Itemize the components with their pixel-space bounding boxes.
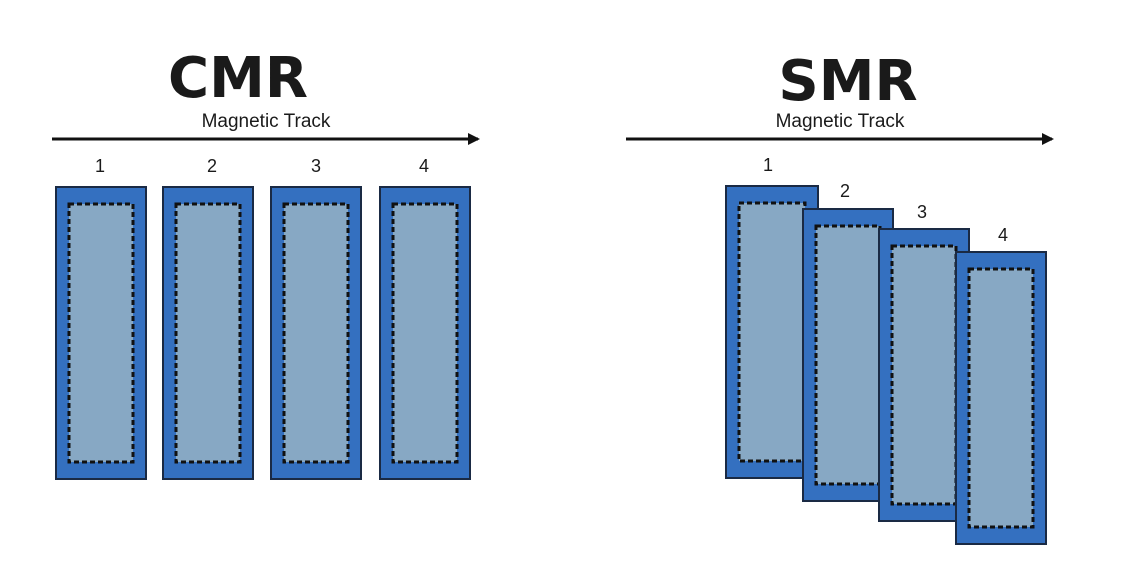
track-inner <box>174 202 242 464</box>
cmr-track-1: 1 <box>55 156 147 480</box>
smr-track-number: 3 <box>917 202 927 222</box>
cmr-axis-label: Magnetic Track <box>202 111 331 132</box>
track-inner <box>890 244 958 506</box>
track-inner <box>282 202 350 464</box>
smr-panel: SMR Magnetic Track 1 2 3 4 <box>626 49 1054 545</box>
cmr-track-3: 3 <box>270 156 362 480</box>
track-inner <box>737 201 807 463</box>
cmr-track-4: 4 <box>379 156 471 480</box>
smr-track-4: 4 <box>955 225 1047 545</box>
smr-axis-label: Magnetic Track <box>776 111 905 132</box>
smr-track-number: 4 <box>998 225 1008 245</box>
cmr-track-number: 3 <box>311 156 321 176</box>
track-inner <box>967 267 1035 529</box>
smr-title: SMR <box>778 49 917 114</box>
cmr-title: CMR <box>168 46 308 111</box>
track-inner <box>67 202 135 464</box>
smr-track-3: 3 <box>878 202 970 522</box>
smr-track-number: 2 <box>840 181 850 201</box>
cmr-track-number: 2 <box>207 156 217 176</box>
track-inner <box>814 224 882 486</box>
cmr-track-2: 2 <box>162 156 254 480</box>
cmr-panel: CMR Magnetic Track 1 2 3 4 <box>52 46 480 480</box>
cmr-track-number: 1 <box>95 156 105 176</box>
cmr-track-number: 4 <box>419 156 429 176</box>
smr-track-number: 1 <box>763 155 773 175</box>
track-inner <box>391 202 459 464</box>
